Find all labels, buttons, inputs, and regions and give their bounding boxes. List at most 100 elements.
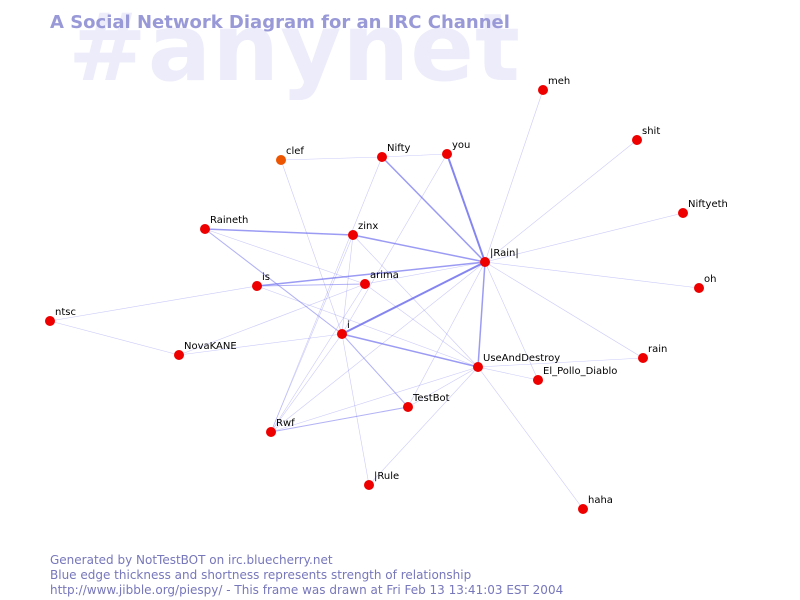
node-label: shit (642, 126, 660, 137)
edge-i-useanddestroy (341, 333, 479, 368)
node-dot (632, 135, 642, 145)
node-oh: oh (694, 274, 716, 293)
node-i: i (337, 320, 350, 339)
node-dot (276, 155, 286, 165)
edge-rain_pipe-testbot (407, 261, 486, 408)
edge-novakane-i (178, 333, 343, 356)
node-rain: rain (638, 344, 667, 363)
edge-is-arima (256, 283, 366, 287)
node-dot (694, 283, 704, 293)
node-label: Raineth (210, 215, 248, 226)
node-zinx: zinx (348, 221, 378, 240)
edge-layer (49, 89, 700, 510)
edge-rain_pipe-useanddestroy (477, 261, 486, 368)
edge-rain_pipe-meh (484, 89, 544, 263)
edge-zinx-rwf (270, 234, 354, 433)
edge-rain_pipe-el_pollo_diablo (484, 261, 539, 381)
node-meh: meh (538, 76, 570, 95)
node-irule: |Rule (364, 471, 399, 490)
node-el_pollo_diablo: El_Pollo_Diablo (533, 366, 617, 385)
node-dot (252, 281, 262, 291)
edge-rain_pipe-is (256, 261, 486, 287)
node-label: oh (704, 274, 716, 285)
edge-raineth-arima (204, 228, 366, 285)
node-ntsc: ntsc (45, 307, 76, 326)
edge-useanddestroy-rain (477, 357, 644, 368)
edge-nifty-you (381, 153, 448, 158)
node-label: TestBot (412, 393, 450, 404)
edge-clef-i (280, 159, 343, 335)
node-dot (442, 149, 452, 159)
footer-generated-by: Generated by NotTestBOT on irc.bluecherr… (50, 553, 333, 567)
edge-rain_pipe-i (341, 261, 486, 335)
edge-clef-nifty (280, 156, 383, 161)
edge-raineth-zinx (204, 228, 354, 236)
footer-legend: Blue edge thickness and shortness repres… (50, 568, 472, 582)
edge-arima-novakane (178, 283, 366, 356)
edge-arima-rwf (270, 283, 366, 433)
edge-i-irule (341, 333, 370, 486)
node-label: Niftyeth (688, 199, 728, 210)
node-haha: haha (578, 495, 613, 514)
edge-rain_pipe-shit (484, 139, 638, 263)
node-label: meh (548, 76, 570, 87)
node-dot (533, 375, 543, 385)
node-nifty: Nifty (377, 143, 411, 162)
node-label: ntsc (55, 307, 76, 318)
node-shit: shit (632, 126, 660, 145)
node-label: rain (648, 344, 667, 355)
edge-ntsc-novakane (49, 320, 180, 356)
node-label: |Rain| (490, 248, 519, 259)
node-testbot: TestBot (403, 393, 450, 412)
node-dot (360, 279, 370, 289)
edge-testbot-rwf (270, 406, 409, 433)
footer-url-timestamp: http://www.jibble.org/piespy/ - This fra… (50, 583, 564, 597)
edge-useanddestroy-irule (368, 366, 479, 486)
node-label: El_Pollo_Diablo (543, 366, 617, 377)
node-dot (538, 85, 548, 95)
node-dot (200, 224, 210, 234)
edge-is-ntsc (49, 285, 258, 322)
edge-is-useanddestroy (256, 285, 479, 368)
node-is: is (252, 272, 270, 291)
node-novakane: NovaKANE (174, 341, 237, 360)
edge-rain_pipe-zinx (352, 234, 486, 263)
node-dot (678, 208, 688, 218)
edge-i-testbot (341, 333, 409, 408)
node-dot (348, 230, 358, 240)
node-label: is (262, 272, 270, 283)
edge-rain_pipe-niftyeth (484, 212, 684, 263)
node-you: you (442, 140, 470, 159)
channel-watermark: #anynet (68, 0, 521, 103)
node-dot (578, 504, 588, 514)
node-dot (174, 350, 184, 360)
node-dot (266, 427, 276, 437)
node-dot (364, 480, 374, 490)
node-useanddestroy: UseAndDestroy (473, 353, 560, 372)
edge-useanddestroy-testbot (407, 366, 479, 408)
edge-zinx-useanddestroy (352, 234, 479, 368)
node-label: Nifty (387, 143, 411, 154)
node-dot (480, 257, 490, 267)
node-label: UseAndDestroy (483, 353, 560, 364)
node-dot (473, 362, 483, 372)
edge-useanddestroy-rwf (270, 366, 479, 433)
node-dot (403, 402, 413, 412)
edge-useanddestroy-haha (477, 366, 584, 510)
edge-nifty-rwf (270, 156, 383, 433)
footer: Generated by NotTestBOT on irc.bluecherr… (50, 553, 563, 598)
node-dot (45, 316, 55, 326)
edge-rain_pipe-you (446, 153, 486, 263)
edge-raineth-i (204, 228, 343, 335)
node-arima: arima (360, 270, 399, 289)
diagram-title: A Social Network Diagram for an IRC Chan… (50, 12, 510, 33)
node-label: Rwf (276, 418, 295, 429)
node-clef: clef (276, 146, 304, 165)
node-niftyeth: Niftyeth (678, 199, 728, 218)
node-label: NovaKANE (184, 341, 237, 352)
node-rwf: Rwf (266, 418, 295, 437)
node-label: clef (286, 146, 304, 157)
